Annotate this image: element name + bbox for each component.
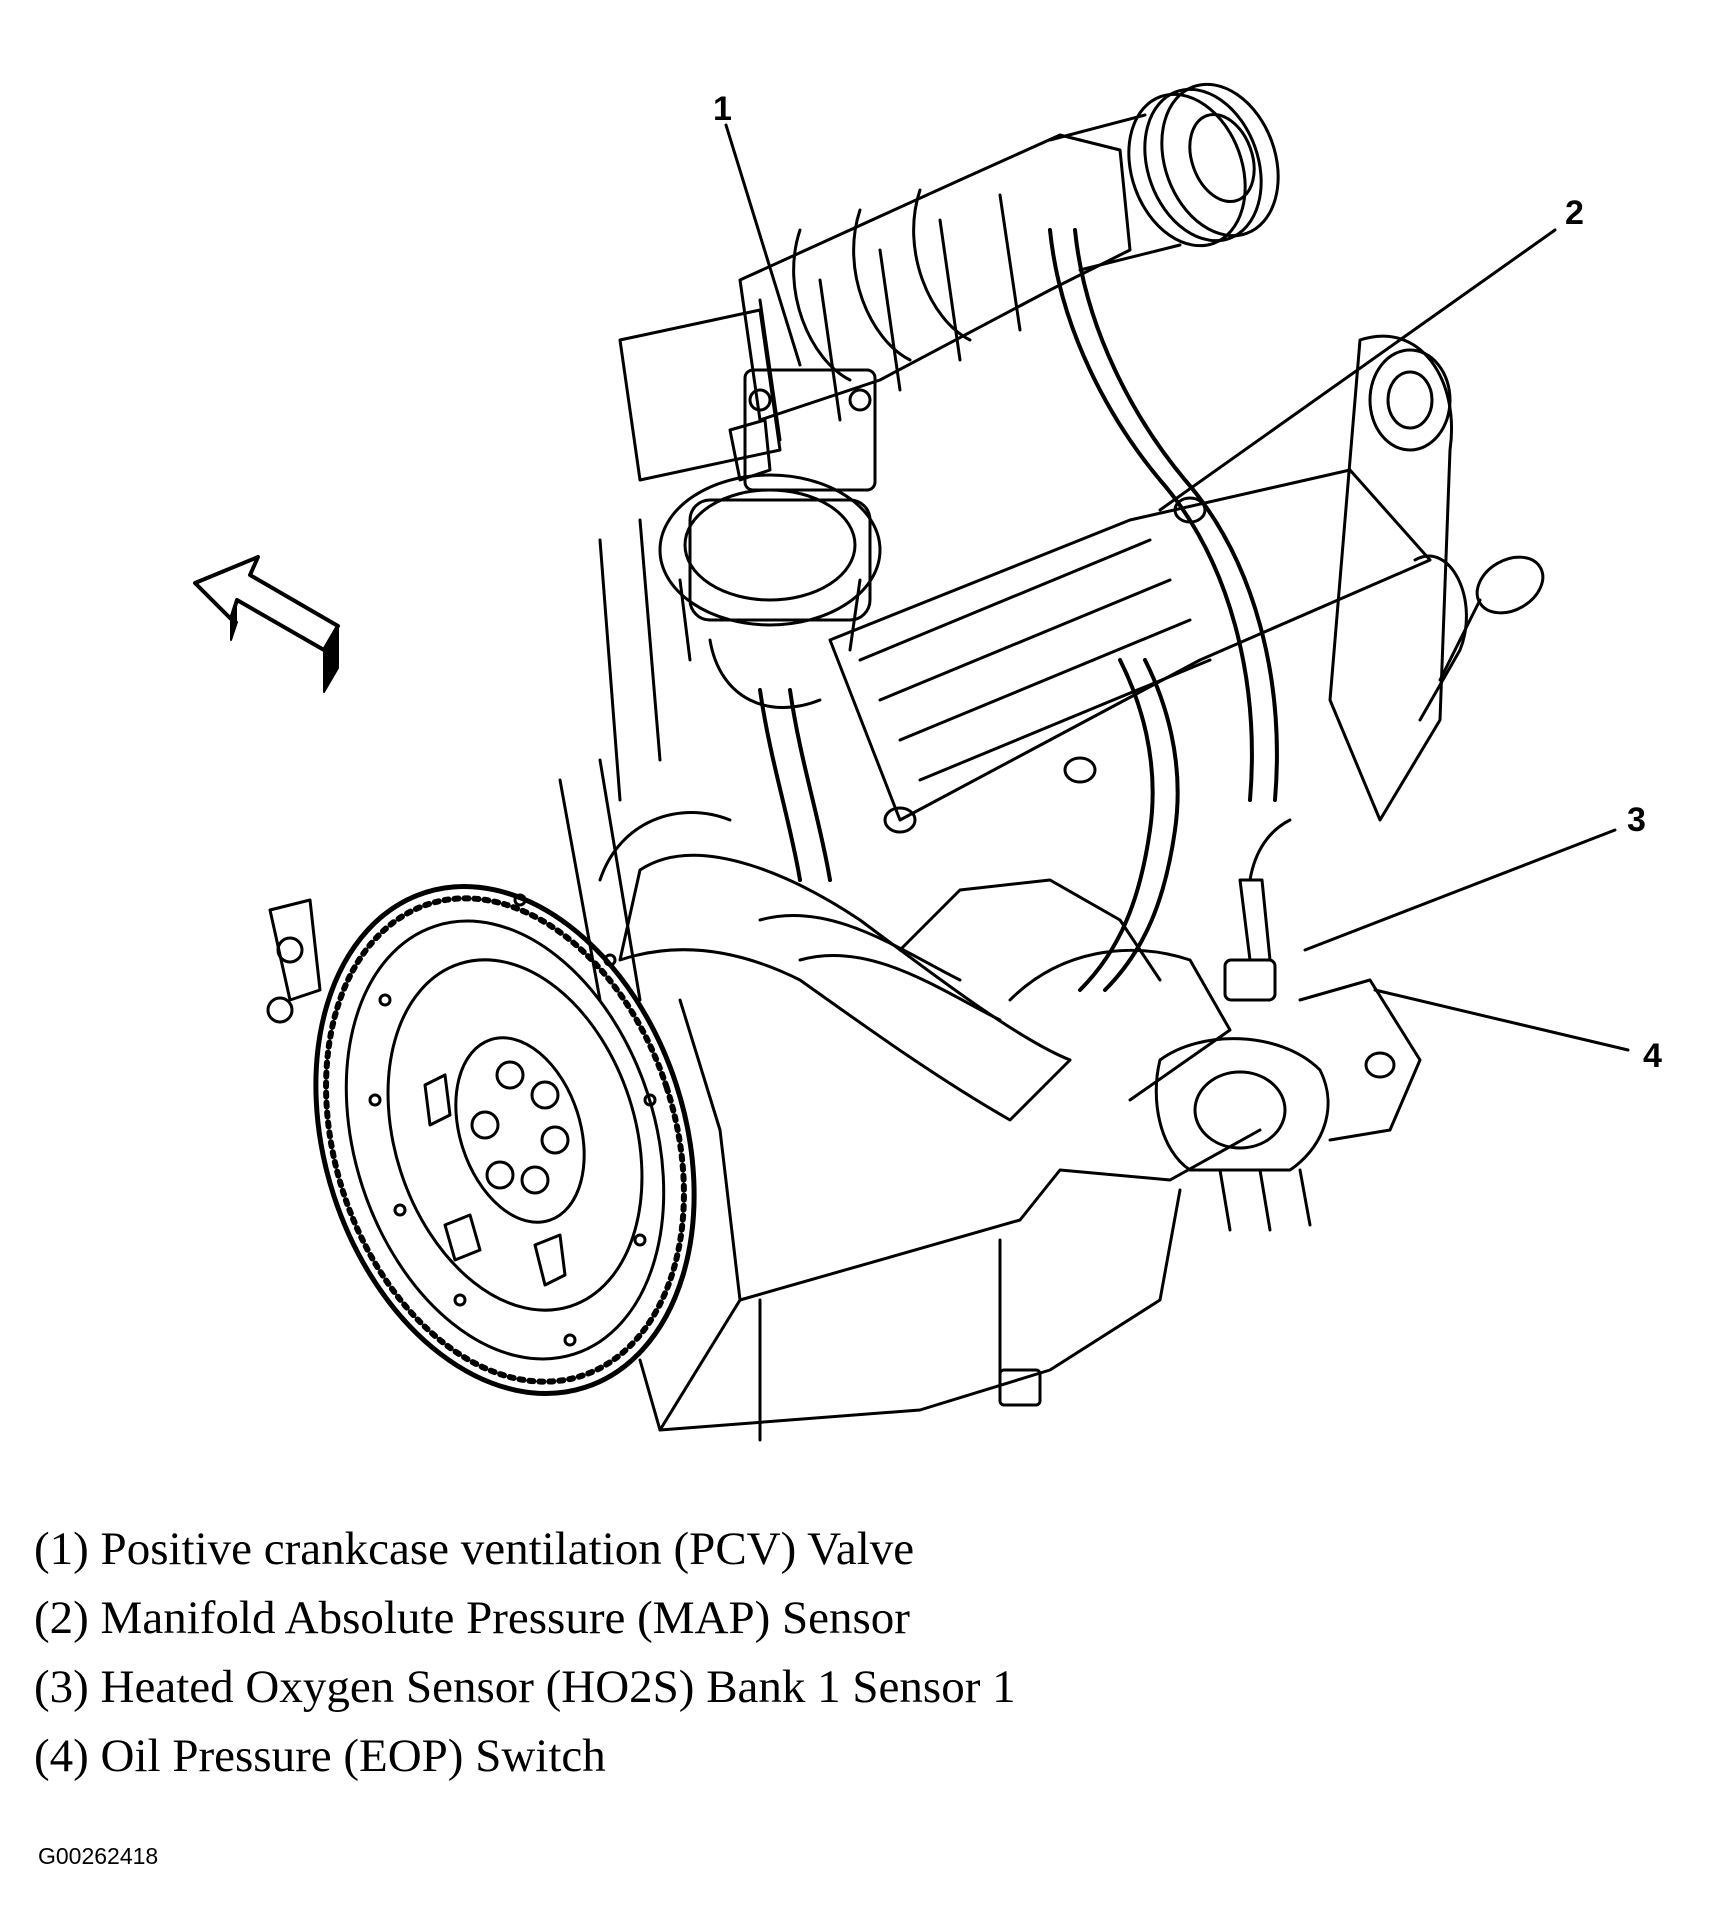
callout-2: 2 — [1565, 194, 1584, 232]
callout-3: 3 — [1627, 801, 1646, 839]
flywheel — [313, 884, 697, 1396]
figure-id: G00262418 — [38, 1843, 159, 1869]
legend-item-eop-switch: (4) Oil Pressure (EOP) Switch — [34, 1730, 606, 1782]
wiring-harness — [758, 228, 1279, 882]
legend-item-pcv-valve: (1) Positive crankcase ventilation (PCV)… — [34, 1523, 915, 1575]
oxygen-sensor — [1223, 818, 1292, 1002]
valve-cover — [828, 468, 1432, 834]
accessory-pulley — [1048, 82, 1280, 272]
legend: (1) Positive crankcase ventilation (PCV)… — [34, 1515, 1634, 1791]
timing-cover — [1328, 334, 1545, 822]
direction-arrow-icon — [193, 555, 340, 693]
engine-block — [266, 518, 1262, 1442]
legend-item-map-sensor: (2) Manifold Absolute Pressure (MAP) Sen… — [34, 1592, 910, 1644]
legend-item-ho2s-sensor: (3) Heated Oxygen Sensor (HO2S) Bank 1 S… — [34, 1661, 1016, 1713]
callout-1: 1 — [713, 90, 732, 128]
engine-illustration — [193, 82, 1630, 1442]
leader-lines — [724, 123, 1630, 1052]
oil-pressure-switch-area — [1154, 978, 1422, 1232]
egr-valve — [658, 368, 882, 709]
exhaust-manifold — [598, 811, 1232, 1122]
callout-4: 4 — [1643, 1037, 1662, 1075]
egr-pipe — [1078, 658, 1180, 992]
